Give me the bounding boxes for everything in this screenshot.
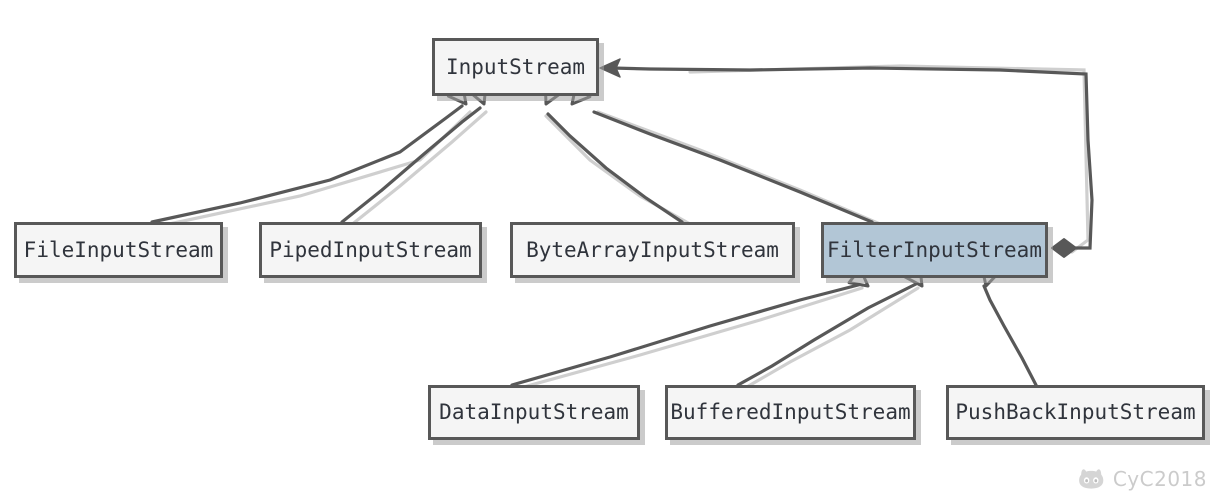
class-label-filterinputstream: FilterInputStream bbox=[827, 237, 1042, 262]
class-box-bytearrayinputstream[interactable]: ByteArrayInputStream bbox=[510, 222, 795, 278]
edge-bytearrayinputstream-inputstream bbox=[546, 112, 684, 224]
class-box-pipedinputstream[interactable]: PipedInputStream bbox=[259, 222, 482, 278]
class-box-pushbackinputstream[interactable]: PushBackInputStream bbox=[946, 385, 1205, 440]
class-box-inputstream[interactable]: InputStream bbox=[432, 38, 599, 96]
class-label-bytearrayinputstream: ByteArrayInputStream bbox=[526, 237, 779, 262]
class-box-fileinputstream[interactable]: FileInputStream bbox=[14, 222, 223, 278]
class-box-datainputstream[interactable]: DataInputStream bbox=[428, 385, 640, 440]
class-label-pushbackinputstream: PushBackInputStream bbox=[955, 400, 1196, 424]
class-label-pipedinputstream: PipedInputStream bbox=[269, 237, 472, 262]
class-label-datainputstream: DataInputStream bbox=[439, 400, 629, 424]
edge-fileinputstream-inputstream bbox=[150, 104, 464, 224]
edge-filterinputstream-inputstream bbox=[592, 110, 874, 224]
edge-datainputstream-filterinputstream bbox=[510, 282, 864, 387]
edge-pushbackinputstream-filterinputstream bbox=[982, 284, 1038, 387]
edge-filterinputstream-composition-inputstream bbox=[610, 66, 1094, 250]
edge-pipedinputstream-inputstream bbox=[340, 106, 482, 224]
class-label-fileinputstream: FileInputStream bbox=[23, 237, 214, 262]
watermark: CyC2018 bbox=[1078, 467, 1207, 491]
github-cat-icon bbox=[1078, 468, 1106, 490]
edge-bufferedinputstream-filterinputstream bbox=[736, 282, 918, 387]
class-label-inputstream: InputStream bbox=[445, 54, 586, 79]
class-label-bufferedinputstream: BufferedInputStream bbox=[670, 400, 911, 424]
class-box-filterinputstream[interactable]: FilterInputStream bbox=[821, 222, 1048, 278]
watermark-text: CyC2018 bbox=[1112, 467, 1207, 491]
composition-diamond-icon bbox=[1051, 238, 1077, 258]
composition-arrowhead-icon bbox=[599, 58, 621, 78]
class-box-bufferedinputstream[interactable]: BufferedInputStream bbox=[665, 385, 916, 440]
